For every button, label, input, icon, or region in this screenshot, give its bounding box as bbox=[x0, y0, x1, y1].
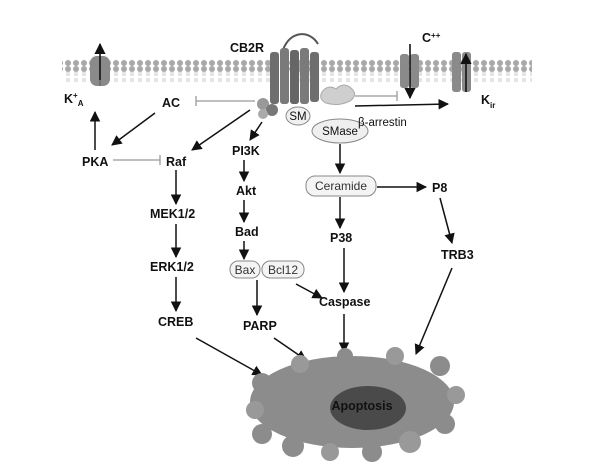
arrow-g-to-raf bbox=[191, 109, 251, 151]
sm-label: SM bbox=[289, 111, 306, 123]
cb2r-receptor bbox=[270, 33, 319, 104]
arrow-creb-to-apoptosis bbox=[195, 337, 263, 376]
inhibit-pka-to-raf bbox=[113, 155, 161, 165]
parp-label: PARP bbox=[243, 319, 277, 333]
bax-box bbox=[229, 260, 261, 279]
bax-label: Bax bbox=[235, 263, 256, 277]
raf-label: Raf bbox=[166, 155, 187, 169]
ac-label: AC bbox=[162, 96, 180, 110]
p38-label: P38 bbox=[330, 231, 352, 245]
ka-label: K+A bbox=[64, 91, 84, 108]
mek-label: MEK1/2 bbox=[150, 207, 195, 221]
pathway-arrows bbox=[89, 98, 455, 376]
apoptosis-label: Apoptosis bbox=[331, 399, 392, 413]
arrow-receptor-to-kir bbox=[354, 98, 450, 110]
sm-node bbox=[285, 106, 311, 126]
kir-label: Kir bbox=[481, 93, 495, 110]
akt-label: Akt bbox=[236, 184, 257, 198]
trb3-label: TRB3 bbox=[441, 248, 474, 262]
bad-label: Bad bbox=[235, 225, 259, 239]
cb2r-label: CB2R bbox=[230, 41, 264, 55]
arrow-trb3-to-apoptosis bbox=[414, 267, 453, 355]
cpp-label: C++ bbox=[422, 31, 441, 45]
beta-arrestin-protein bbox=[320, 84, 356, 106]
c-plus-plus-channel bbox=[400, 54, 419, 88]
pka-label: PKA bbox=[82, 155, 108, 169]
inhibit-receptor-to-cpp bbox=[355, 91, 398, 101]
arrow-p8-to-trb3 bbox=[439, 197, 455, 245]
caspase-label: Caspase bbox=[319, 295, 370, 309]
beta-arrestin-label: β-arrestin bbox=[358, 117, 407, 129]
arrow-g-to-pi3k bbox=[249, 121, 263, 141]
ceramide-box bbox=[305, 175, 377, 197]
bcl-label: Bcl12 bbox=[268, 263, 298, 277]
smase-node bbox=[311, 118, 369, 144]
erk-label: ERK1/2 bbox=[150, 260, 194, 274]
arrow-ac-to-pka bbox=[111, 112, 156, 146]
smase-label: SMase bbox=[322, 126, 358, 138]
bcl-box bbox=[261, 260, 305, 279]
g-protein bbox=[257, 98, 278, 119]
apoptotic-cell bbox=[246, 347, 465, 462]
ceramide-label: Ceramide bbox=[315, 179, 367, 193]
arrow-bcl-to-caspase bbox=[295, 283, 323, 299]
creb-label: CREB bbox=[158, 315, 193, 329]
p8-label: P8 bbox=[432, 181, 447, 195]
inhibit-g-to-ac bbox=[195, 96, 255, 106]
pi3k-label: PI3K bbox=[232, 144, 260, 158]
